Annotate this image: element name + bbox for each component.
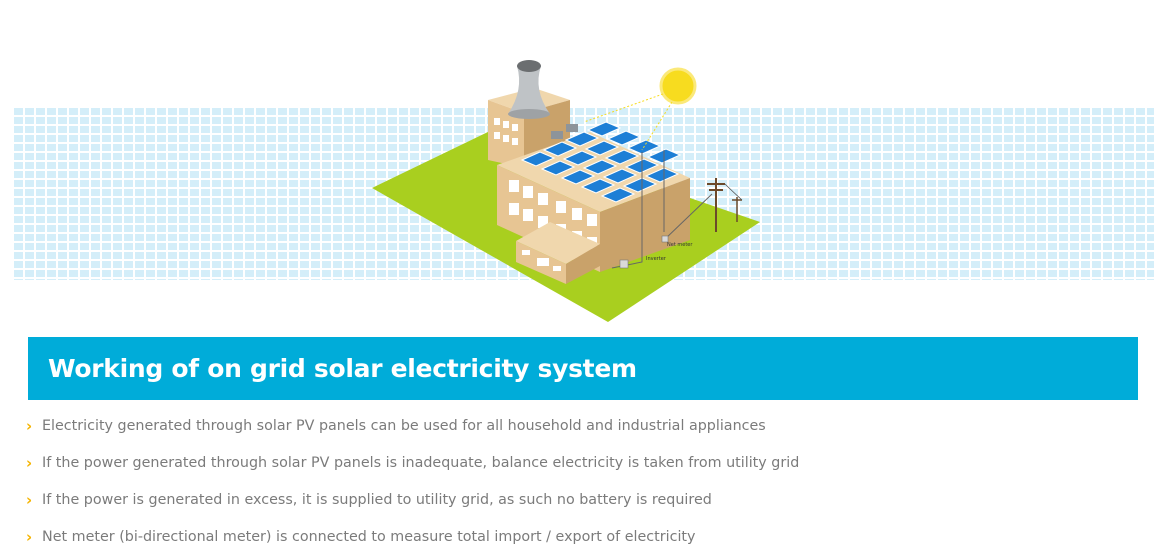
- annex-building: [516, 222, 600, 284]
- utility-pole-icon: [707, 178, 725, 232]
- feature-list: › Electricity generated through solar PV…: [26, 408, 799, 555]
- list-item-text: If the power is generated in excess, it …: [42, 491, 712, 508]
- list-item: › Electricity generated through solar PV…: [26, 408, 799, 445]
- chimney: [508, 66, 550, 114]
- list-item-text: If the power generated through solar PV …: [42, 455, 800, 472]
- list-item-text: Net meter (bi-directional meter) is conn…: [42, 528, 696, 545]
- utility-pole-small-icon: [732, 197, 742, 222]
- sun-icon: [659, 67, 697, 105]
- section-title: Working of on grid solar electricity sys…: [48, 354, 637, 383]
- solar-panels: [520, 121, 682, 203]
- list-item: › If the power generated through solar P…: [26, 445, 799, 482]
- back-building: [488, 60, 570, 168]
- solar-system-illustration: Net meter Inverter: [14, 60, 1154, 322]
- chevron-right-icon: ›: [26, 527, 33, 546]
- net-meter-label: Net meter: [667, 242, 693, 248]
- chevron-right-icon: ›: [26, 417, 33, 436]
- chevron-right-icon: ›: [26, 490, 33, 509]
- list-item-text: Electricity generated through solar PV p…: [42, 418, 766, 435]
- section-title-banner: Working of on grid solar electricity sys…: [28, 337, 1138, 400]
- inverter-label: Inverter: [646, 256, 667, 262]
- net-meter-box: [661, 235, 669, 243]
- list-item: › If the power is generated in excess, i…: [26, 482, 799, 519]
- inverter-box: [619, 259, 629, 269]
- illustration-canvas: Net meter Inverter: [14, 60, 1154, 322]
- list-item: › Net meter (bi-directional meter) is co…: [26, 518, 799, 555]
- chevron-right-icon: ›: [26, 454, 33, 473]
